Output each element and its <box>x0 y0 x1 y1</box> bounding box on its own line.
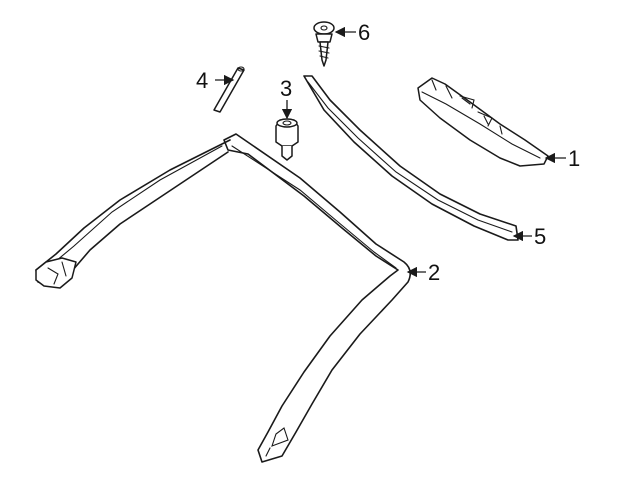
part-6-screw[interactable] <box>313 21 335 67</box>
part-5-seal[interactable] <box>303 75 519 241</box>
callout-2: 2 <box>428 260 440 285</box>
part-4-pin[interactable] <box>213 66 245 113</box>
callout-4: 4 <box>196 68 208 93</box>
callout-6: 6 <box>358 20 370 45</box>
callout-3: 3 <box>280 76 292 101</box>
part-3-clip[interactable] <box>275 118 299 161</box>
part-1-molding[interactable] <box>417 77 549 167</box>
callout-1: 1 <box>568 146 580 171</box>
callout-5: 5 <box>534 224 546 249</box>
part-2-weatherstrip[interactable] <box>35 133 412 463</box>
